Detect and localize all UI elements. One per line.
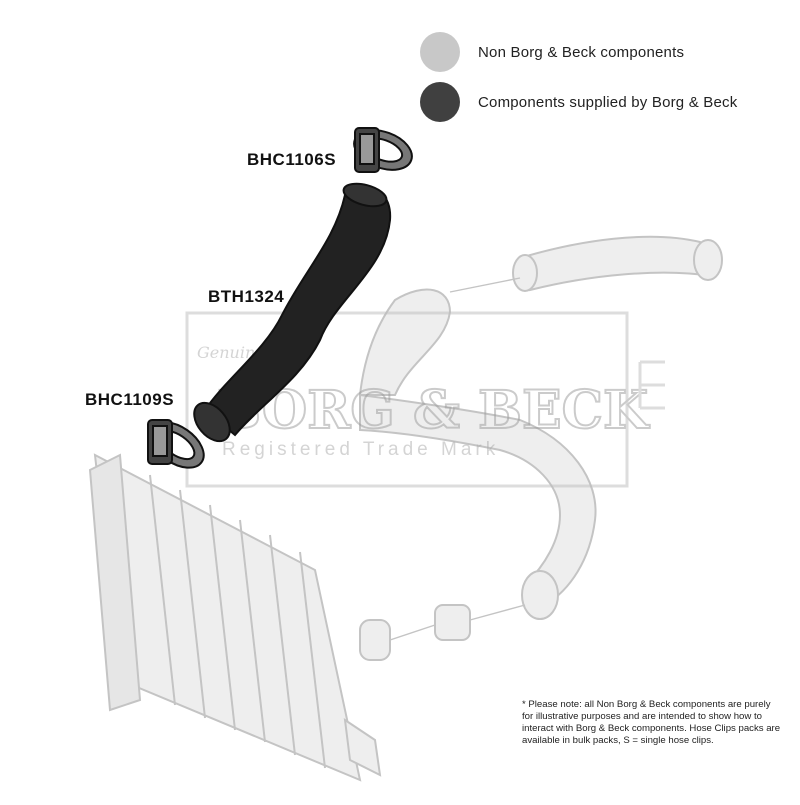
intercooler-illustration [88, 453, 391, 782]
dark-circle-icon [420, 82, 460, 122]
legend-borg-beck-supplied: Components supplied by Borg & Beck [420, 82, 737, 122]
part-label-top-clip: BHC1106S [247, 150, 337, 169]
legend-supplied-label: Components supplied by Borg & Beck [478, 93, 738, 111]
footnote: * Please note: all Non Borg & Beck compo… [522, 699, 781, 746]
watermark-sub: Registered Trade Mark [222, 439, 499, 460]
clip-bhc1106s [353, 127, 413, 173]
part-label-hose: BTH1324 [208, 287, 285, 306]
watermark-brand: BORG & BECK [217, 380, 650, 441]
hose-bth1324 [193, 182, 392, 443]
clip-bhc1109s [147, 419, 205, 469]
grey-circle-icon [420, 32, 460, 72]
part-label-bottom-clip: BHC1109S [85, 390, 175, 409]
legend-non-component-label: Non Borg & Beck components [478, 43, 685, 61]
grey-pipework [358, 235, 723, 641]
legend-non-borg-beck: Non Borg & Beck components [420, 32, 684, 72]
watermark-genuine: Genuine [197, 343, 265, 362]
watermark: Genuine BORG & BECK Registered Trade Mar… [185, 311, 665, 488]
